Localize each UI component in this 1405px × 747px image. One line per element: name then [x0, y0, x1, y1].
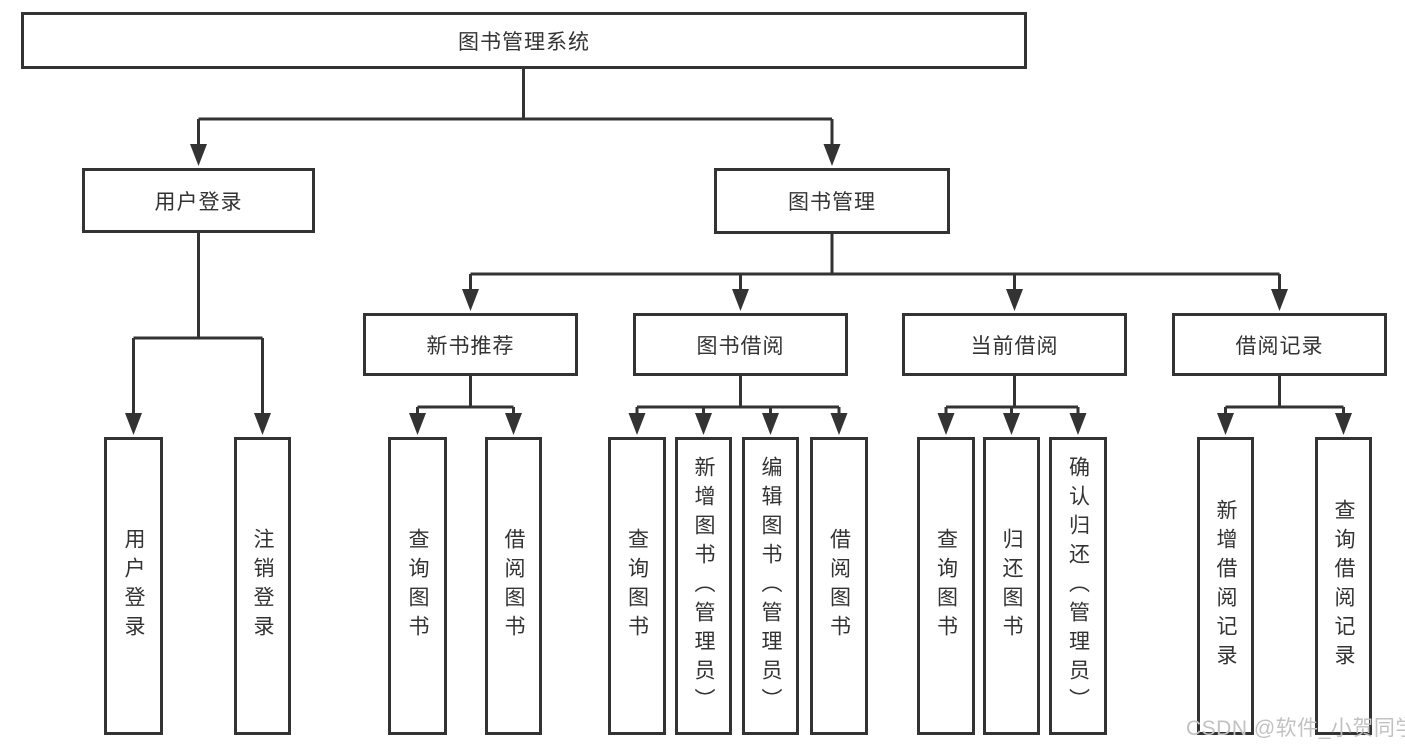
leaf-label: 新增图书（管理员） [692, 455, 715, 717]
leaf-label: 编辑图书（管理员） [759, 455, 782, 717]
arrow-down-icon [1069, 413, 1087, 435]
arrow-down-icon [462, 289, 479, 311]
arrow-down-icon [254, 413, 271, 435]
arrow-down-icon [125, 413, 142, 435]
arrow-down-icon [762, 413, 779, 435]
leaf-confirm-return-admin: 确认归还（管理员） [1049, 437, 1107, 735]
leaf-label: 新增借阅记录 [1214, 499, 1237, 673]
arrow-down-icon [628, 413, 646, 435]
connector-paths [132, 69, 1345, 415]
leaf-label: 用户登录 [122, 528, 145, 644]
leaf-label: 查询图书 [625, 528, 649, 644]
leaf-return-books: 归还图书 [983, 437, 1040, 735]
leaf-label: 确认归还（管理员） [1066, 455, 1090, 717]
leaf-query-books-borrowing: 查询图书 [608, 437, 666, 735]
arrow-down-icon [1335, 413, 1352, 435]
watermark: CSDN @软件_小贺同学 [1186, 717, 1405, 740]
leaf-user-login: 用户登录 [104, 437, 163, 735]
leaf-edit-books-admin: 编辑图书（管理员） [742, 437, 799, 735]
leaf-label: 注销登录 [251, 528, 274, 644]
leaf-borrow-books-borrowing: 借阅图书 [810, 437, 868, 735]
arrow-down-icon [1217, 413, 1234, 435]
node-user-login: 用户登录 [82, 168, 315, 233]
leaf-borrow-books-recommend: 借阅图书 [485, 437, 542, 735]
arrow-down-icon [505, 413, 522, 435]
node-borrowing-records: 借阅记录 [1172, 313, 1387, 376]
node-new-book-recommendation: 新书推荐 [363, 313, 578, 376]
leaf-label: 借阅图书 [827, 528, 851, 644]
arrow-down-icon [830, 413, 848, 435]
leaf-label: 查询图书 [934, 528, 958, 644]
leaf-query-borrow-record: 查询借阅记录 [1315, 437, 1372, 735]
arrow-down-icon [937, 413, 955, 435]
node-library-management-system: 图书管理系统 [21, 12, 1027, 69]
node-book-borrowing: 图书借阅 [633, 313, 848, 376]
node-current-borrowing: 当前借阅 [902, 313, 1127, 376]
leaf-logout-login: 注销登录 [234, 437, 291, 735]
leaf-label: 借阅图书 [502, 528, 525, 644]
arrow-down-icon [1006, 289, 1023, 311]
arrow-down-icon [823, 144, 841, 166]
arrow-down-icon [190, 144, 207, 166]
leaf-label: 归还图书 [1000, 528, 1023, 644]
arrow-down-icon [732, 289, 749, 311]
leaf-query-books-current: 查询图书 [917, 437, 975, 735]
node-book-management: 图书管理 [714, 168, 950, 234]
arrow-down-icon [695, 413, 712, 435]
arrow-down-icon [1271, 289, 1288, 311]
arrowhead-icons [125, 144, 1352, 435]
arrow-down-icon [409, 413, 426, 435]
leaf-query-books-recommend: 查询图书 [388, 437, 447, 735]
leaf-add-borrow-record: 新增借阅记录 [1197, 437, 1254, 735]
arrow-down-icon [1003, 413, 1020, 435]
leaf-add-books-admin: 新增图书（管理员） [675, 437, 732, 735]
leaf-label: 查询借阅记录 [1332, 499, 1355, 673]
leaf-label: 查询图书 [406, 528, 429, 644]
